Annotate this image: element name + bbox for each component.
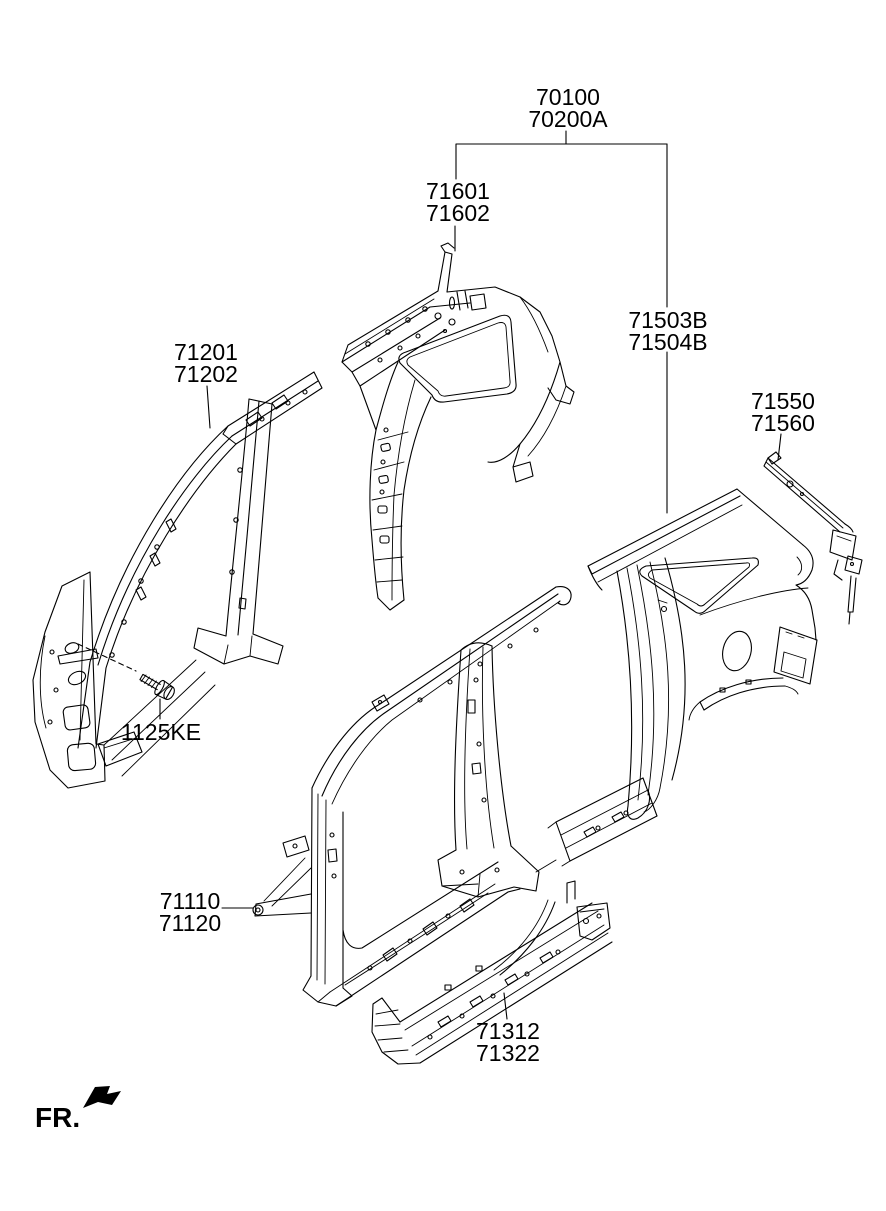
callout-rail-extension: 71550 71560: [751, 388, 815, 436]
part-number: 71201: [174, 339, 238, 365]
callout-quarter-outer-panel: 71503B 71504B: [628, 307, 708, 355]
front-direction-arrow-icon: [83, 1086, 121, 1108]
part-quarter-inner-panel-drawing: [341, 242, 575, 611]
part-front-pillar-inner-drawing: [32, 371, 323, 789]
fr-text: FR.: [35, 1102, 81, 1133]
part-number: 71312: [476, 1018, 540, 1044]
callout-leader-lines: [77, 130, 782, 1020]
bolt-icon: [139, 673, 175, 701]
part-number: 71504B: [628, 329, 708, 355]
part-number: 71601: [426, 178, 490, 204]
callout-side-outer-panel: 71110 71120: [158, 888, 222, 936]
part-rail-extension-drawing: [763, 451, 863, 625]
part-number: 70100: [536, 84, 600, 110]
part-side-outer-panel-drawing: [252, 586, 658, 1007]
part-number: 71503B: [628, 307, 708, 333]
callout-sill-side-panel: 71312 71322: [476, 1018, 540, 1066]
part-number: 71550: [751, 388, 815, 414]
part-number: 71202: [174, 361, 238, 387]
callout-assembly: 70100 70200A: [528, 84, 608, 132]
part-number: 71110: [159, 888, 221, 914]
callout-front-pillar-inner: 71201 71202: [174, 339, 238, 387]
part-number: 71560: [751, 410, 815, 436]
part-number: 71322: [476, 1040, 540, 1066]
part-number: 71602: [426, 200, 490, 226]
part-sill-side-panel-drawing: [371, 880, 613, 1065]
callout-quarter-inner-panel: 71601 71602: [426, 178, 490, 226]
part-number: 71120: [158, 910, 222, 936]
front-direction-label: FR.: [35, 1102, 80, 1134]
part-number: 1125KE: [120, 719, 202, 745]
callout-bolt: 1125KE: [120, 719, 202, 745]
part-quarter-outer-panel-drawing: [587, 488, 818, 820]
part-number: 70200A: [528, 106, 608, 132]
